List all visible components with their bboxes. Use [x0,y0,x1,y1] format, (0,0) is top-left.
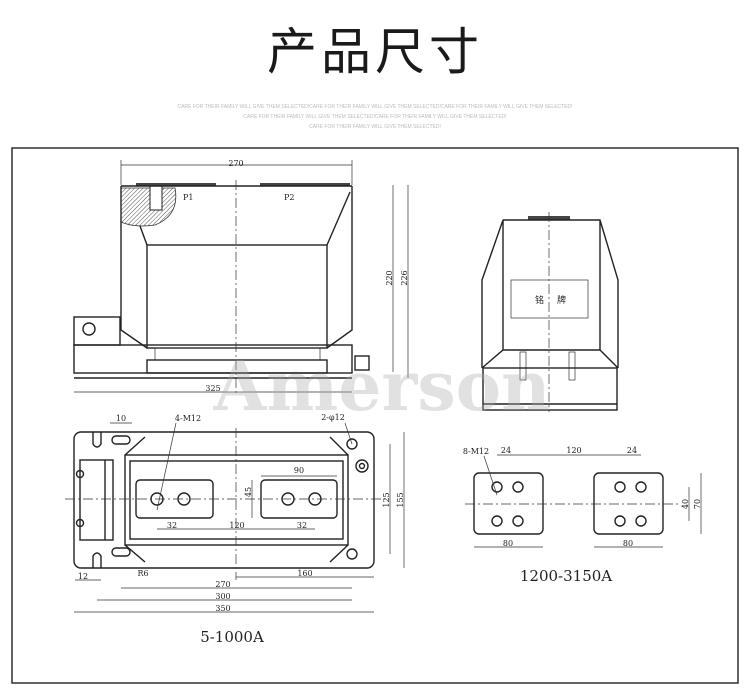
tagline-line: CARE FOR THEIR FAMILY WILL GIVE THEM SEL… [177,104,573,110]
label-p1: P1 [183,193,193,202]
label-4-m12: 4-M12 [175,414,201,423]
dim-155: 155 [396,492,405,507]
dim-height-220: 220 [385,270,394,285]
dim-32-right: 32 [297,521,307,530]
dim-80-left: 80 [503,539,513,548]
caption-5-1000a: 5-1000A [200,628,264,646]
dim-270: 270 [215,580,230,589]
front-view: 270 P1 P2 220 226 325 [73,159,409,395]
side-view: 铭 牌 [481,212,619,412]
dim-160: 160 [297,569,312,578]
terminal-view: 8-M12 24 120 24 40 70 80 80 1200-3150A [463,446,702,585]
dim-24-left: 24 [501,446,511,455]
dim-350: 350 [215,604,230,613]
label-r6: R6 [137,569,148,578]
label-p2: P2 [284,193,294,202]
page-title: 产品尺寸 [267,23,483,81]
dim-90: 90 [294,466,304,475]
dim-24-right: 24 [627,446,637,455]
label-8-m12: 8-M12 [463,447,489,456]
caption-1200-3150a: 1200-3150A [520,567,612,585]
dim-height-226: 226 [400,270,409,285]
nameplate-char: 铭 [535,294,544,306]
nameplate-char: 牌 [557,294,566,306]
watermark-logo: Amerson [213,347,551,427]
dim-125: 125 [382,492,391,507]
dim-120: 120 [229,521,244,530]
dim-12: 12 [78,572,88,581]
dim-300: 300 [215,592,230,601]
label-2-phi12: 2-φ12 [321,413,345,422]
dim-120-terminal: 120 [566,446,581,455]
dim-base: 325 [205,384,220,393]
tagline-line: CARE FOR THEIR FAMILY WILL GIVE THEM SEL… [243,114,507,120]
dim-32-left: 32 [167,521,177,530]
dim-80-right: 80 [623,539,633,548]
tagline-line: CARE FOR THEIR FAMILY WILL GIVE THEM SEL… [309,124,441,130]
dim-10: 10 [116,414,126,423]
drawing-frame [11,147,739,684]
dim-40: 40 [681,499,690,509]
top-view: 10 4-M12 2-φ12 90 45 32 120 32 125 155 1… [65,413,405,646]
dim-45: 45 [244,487,253,497]
dim-width: 270 [228,159,243,168]
dim-70: 70 [693,499,702,509]
